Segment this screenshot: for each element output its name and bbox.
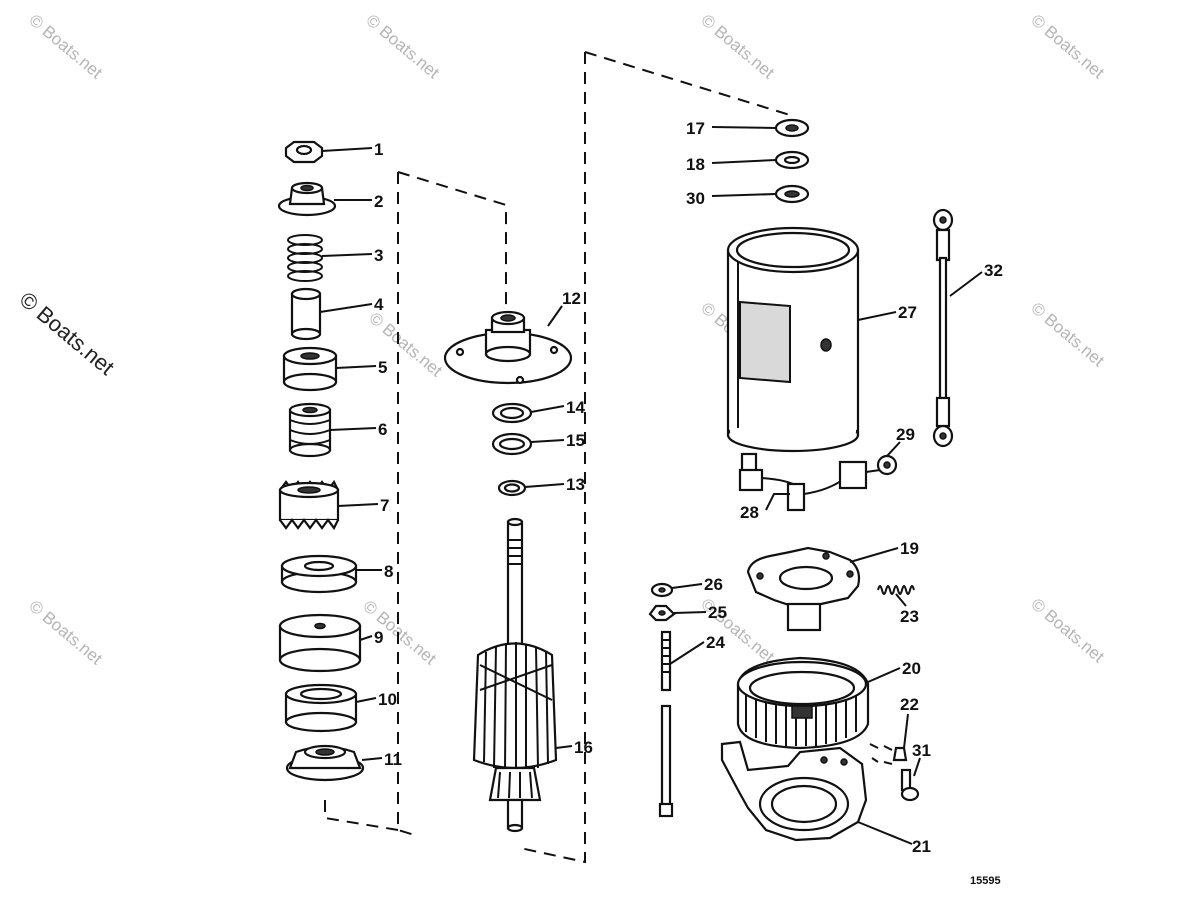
callout-14: 14	[566, 398, 585, 417]
part-20-end-frame	[736, 656, 870, 750]
watermark: © Boats.net	[1027, 299, 1108, 371]
callout-9: 9	[374, 628, 383, 647]
part-8-washer	[280, 554, 358, 594]
part-17-washer	[774, 118, 810, 138]
part-3-spring	[287, 234, 323, 282]
callout-6: 6	[378, 420, 387, 439]
callout-20: 20	[902, 659, 921, 678]
callout-7: 7	[380, 496, 389, 515]
part-29-nut	[876, 454, 898, 476]
callout-27: 27	[898, 303, 917, 322]
part-6-drive-sleeve	[288, 402, 332, 458]
watermark: © Boats.net	[25, 597, 106, 669]
callout-15: 15	[566, 431, 585, 450]
part-27-frame-housing	[726, 226, 860, 453]
part-9-thrust-collar	[278, 613, 362, 673]
callout-8: 8	[384, 562, 393, 581]
part-11-cap	[285, 744, 365, 782]
callout-22: 22	[900, 695, 919, 714]
part-22-screw	[869, 743, 908, 765]
watermark: © Boats.net	[1027, 11, 1108, 83]
part-23-springs	[877, 585, 915, 595]
watermark: © Boats.net	[359, 597, 440, 669]
part-19-brush-plate	[746, 546, 861, 632]
callout-3: 3	[374, 246, 383, 265]
assembly-dashed-lines	[324, 51, 791, 864]
part-21-bracket	[720, 740, 868, 842]
callout-13: 13	[566, 475, 585, 494]
callout-32: 32	[984, 261, 1003, 280]
callout-23: 23	[900, 607, 919, 626]
callout-5: 5	[378, 358, 387, 377]
watermark: © Boats.net	[362, 11, 443, 83]
part-7-pinion-gear	[278, 479, 340, 531]
part-1-nut	[284, 140, 324, 164]
callout-16: 16	[574, 738, 593, 757]
callout-31: 31	[912, 741, 931, 760]
watermark: © Boats.net	[1027, 595, 1108, 667]
callout-19: 19	[900, 539, 919, 558]
callout-17: 17	[686, 119, 705, 138]
callout-28: 28	[740, 503, 759, 522]
callout-24: 24	[706, 633, 725, 652]
callout-4: 4	[374, 295, 384, 314]
part-2-cap	[277, 181, 337, 217]
part-25-lockwasher	[648, 604, 676, 622]
part-18-washer	[774, 150, 810, 170]
part-14-washer	[491, 402, 533, 424]
diagram-code: 15595	[970, 875, 1001, 887]
callout-2: 2	[374, 192, 383, 211]
part-13-washer	[497, 479, 527, 497]
callout-11: 11	[384, 750, 402, 769]
callout-21: 21	[912, 837, 931, 856]
part-28-brush-lead	[738, 452, 881, 512]
part-5-collar	[282, 346, 338, 392]
callout-1: 1	[374, 140, 383, 159]
watermark: © Boats.net	[697, 11, 778, 83]
part-12-end-cap	[443, 310, 573, 385]
part-10-cup	[284, 683, 358, 733]
callout-26: 26	[704, 575, 723, 594]
part-4-bushing	[290, 287, 322, 341]
callout-labels: 1 2 3 4 5 6 7 8 9 10 11 12 13 14 15 16 1…	[374, 119, 1003, 856]
watermark: © Boats.net	[25, 11, 106, 83]
part-31-screw	[900, 768, 920, 802]
part-16-armature	[472, 517, 558, 833]
part-32-thru-bolt-strap	[932, 208, 954, 448]
part-30-washer	[774, 184, 810, 204]
part-15-washer	[491, 432, 533, 456]
part-26-washer	[650, 582, 674, 598]
callout-12: 12	[562, 289, 581, 308]
part-24-thru-bolt	[658, 630, 674, 818]
leader-lines	[319, 126, 983, 845]
callout-30: 30	[686, 189, 705, 208]
callout-25: 25	[708, 603, 727, 622]
callout-29: 29	[896, 425, 915, 444]
callout-18: 18	[686, 155, 705, 174]
callout-10: 10	[378, 690, 397, 709]
watermark-main: © Boats.net	[15, 287, 119, 380]
